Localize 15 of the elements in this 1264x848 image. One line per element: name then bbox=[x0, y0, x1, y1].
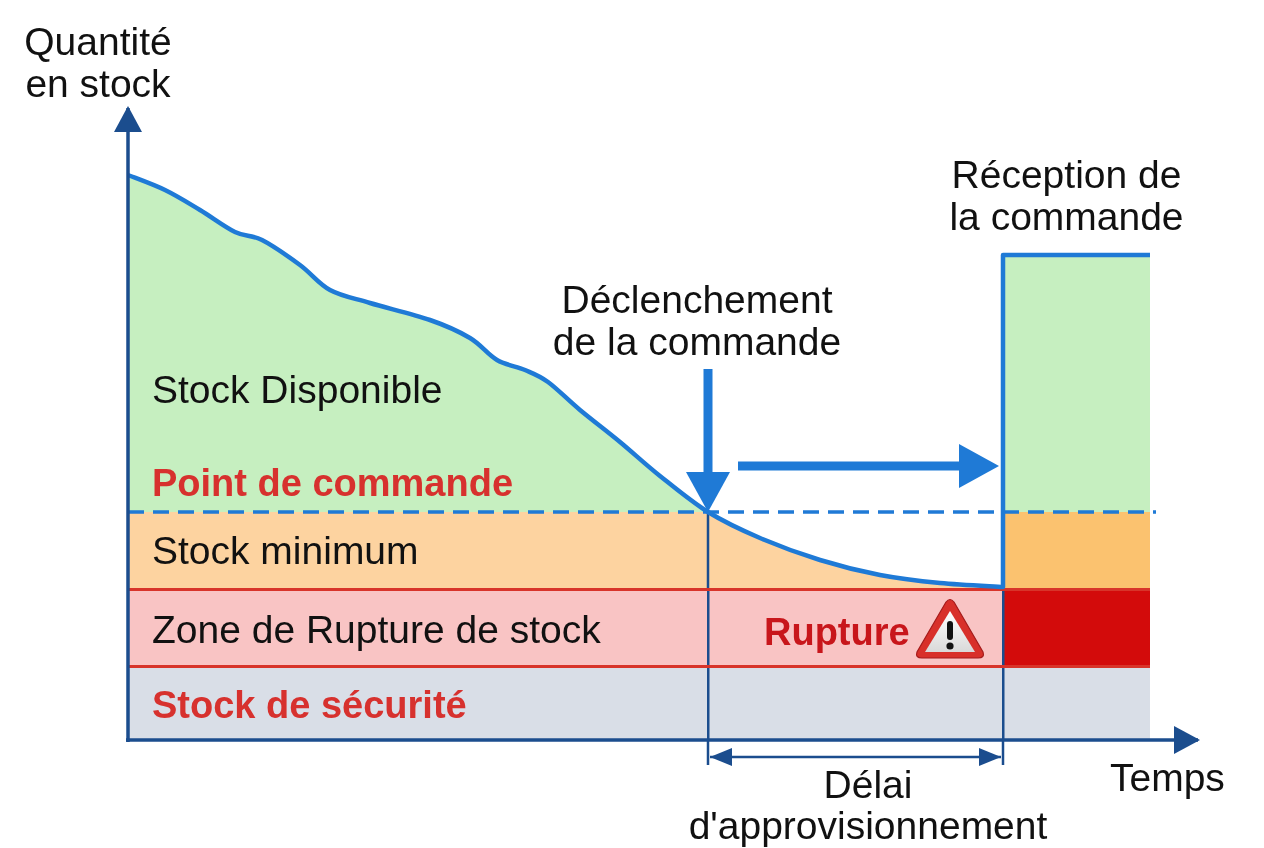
band-label: Zone de Rupture de stock bbox=[152, 609, 601, 651]
alert-label: Rupture bbox=[764, 611, 910, 653]
arrow bbox=[686, 369, 730, 512]
minimum-stock-band bbox=[128, 512, 1150, 588]
event-label: Réception de la commande bbox=[948, 154, 1185, 238]
safety-stock-band bbox=[128, 668, 1150, 740]
axis-label: Temps bbox=[1110, 757, 1225, 799]
band-label: Stock de sécurité bbox=[152, 684, 467, 726]
area-label: Stock Disponible bbox=[152, 369, 443, 411]
dimension-label: Délai d'approvisionnement bbox=[687, 764, 1049, 846]
annotation-text: Déclenchement de la commande bbox=[547, 279, 847, 369]
stockout-zone-band bbox=[128, 588, 1150, 668]
band-label: Stock minimum bbox=[152, 530, 419, 572]
axis-label: Quantité en stock bbox=[23, 21, 173, 105]
line-label: Point de commande bbox=[152, 462, 514, 504]
